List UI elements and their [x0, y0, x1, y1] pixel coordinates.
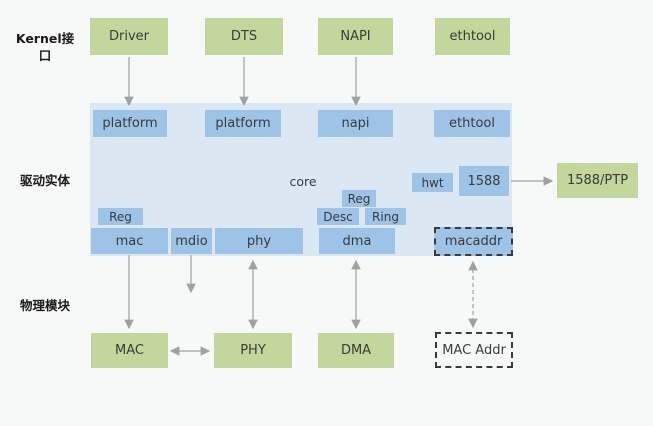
- node-hwt: hwt: [412, 173, 453, 192]
- node-dma-reg: Reg: [342, 190, 376, 207]
- node-ethtool-kernel: ethtool: [435, 18, 510, 55]
- node-platform-driver: platform: [93, 110, 167, 137]
- node-mac-driver: mac: [91, 228, 168, 254]
- node-mac-addr-physical: MAC Addr: [435, 332, 513, 368]
- section-label-kernel-interface: Kernel接口: [15, 31, 75, 63]
- node-1588: 1588: [459, 166, 509, 196]
- node-dma-driver: dma: [319, 228, 395, 254]
- node-napi-driver: napi: [318, 110, 393, 137]
- node-mac-physical: MAC: [91, 333, 168, 368]
- node-ring: Ring: [365, 208, 406, 225]
- section-label-physical-module: 物理模块: [19, 298, 70, 313]
- section-label-driver-entity: 驱动实体: [19, 173, 70, 188]
- node-phy-driver: phy: [215, 228, 303, 254]
- node-platform-dts: platform: [205, 110, 281, 137]
- node-1588-ptp: 1588/PTP: [557, 163, 638, 198]
- node-dma-physical: DMA: [318, 333, 394, 368]
- node-mdio: mdio: [171, 228, 212, 254]
- node-driver: Driver: [90, 18, 168, 55]
- label-core: core: [289, 174, 317, 189]
- node-macaddr-driver: macaddr: [434, 227, 513, 256]
- node-desc: Desc: [317, 208, 359, 225]
- node-mac-reg: Reg: [98, 208, 143, 225]
- node-phy-physical: PHY: [214, 333, 292, 368]
- node-dts: DTS: [205, 18, 283, 55]
- node-napi-kernel: NAPI: [318, 18, 393, 55]
- node-ethtool-driver: ethtool: [434, 110, 510, 137]
